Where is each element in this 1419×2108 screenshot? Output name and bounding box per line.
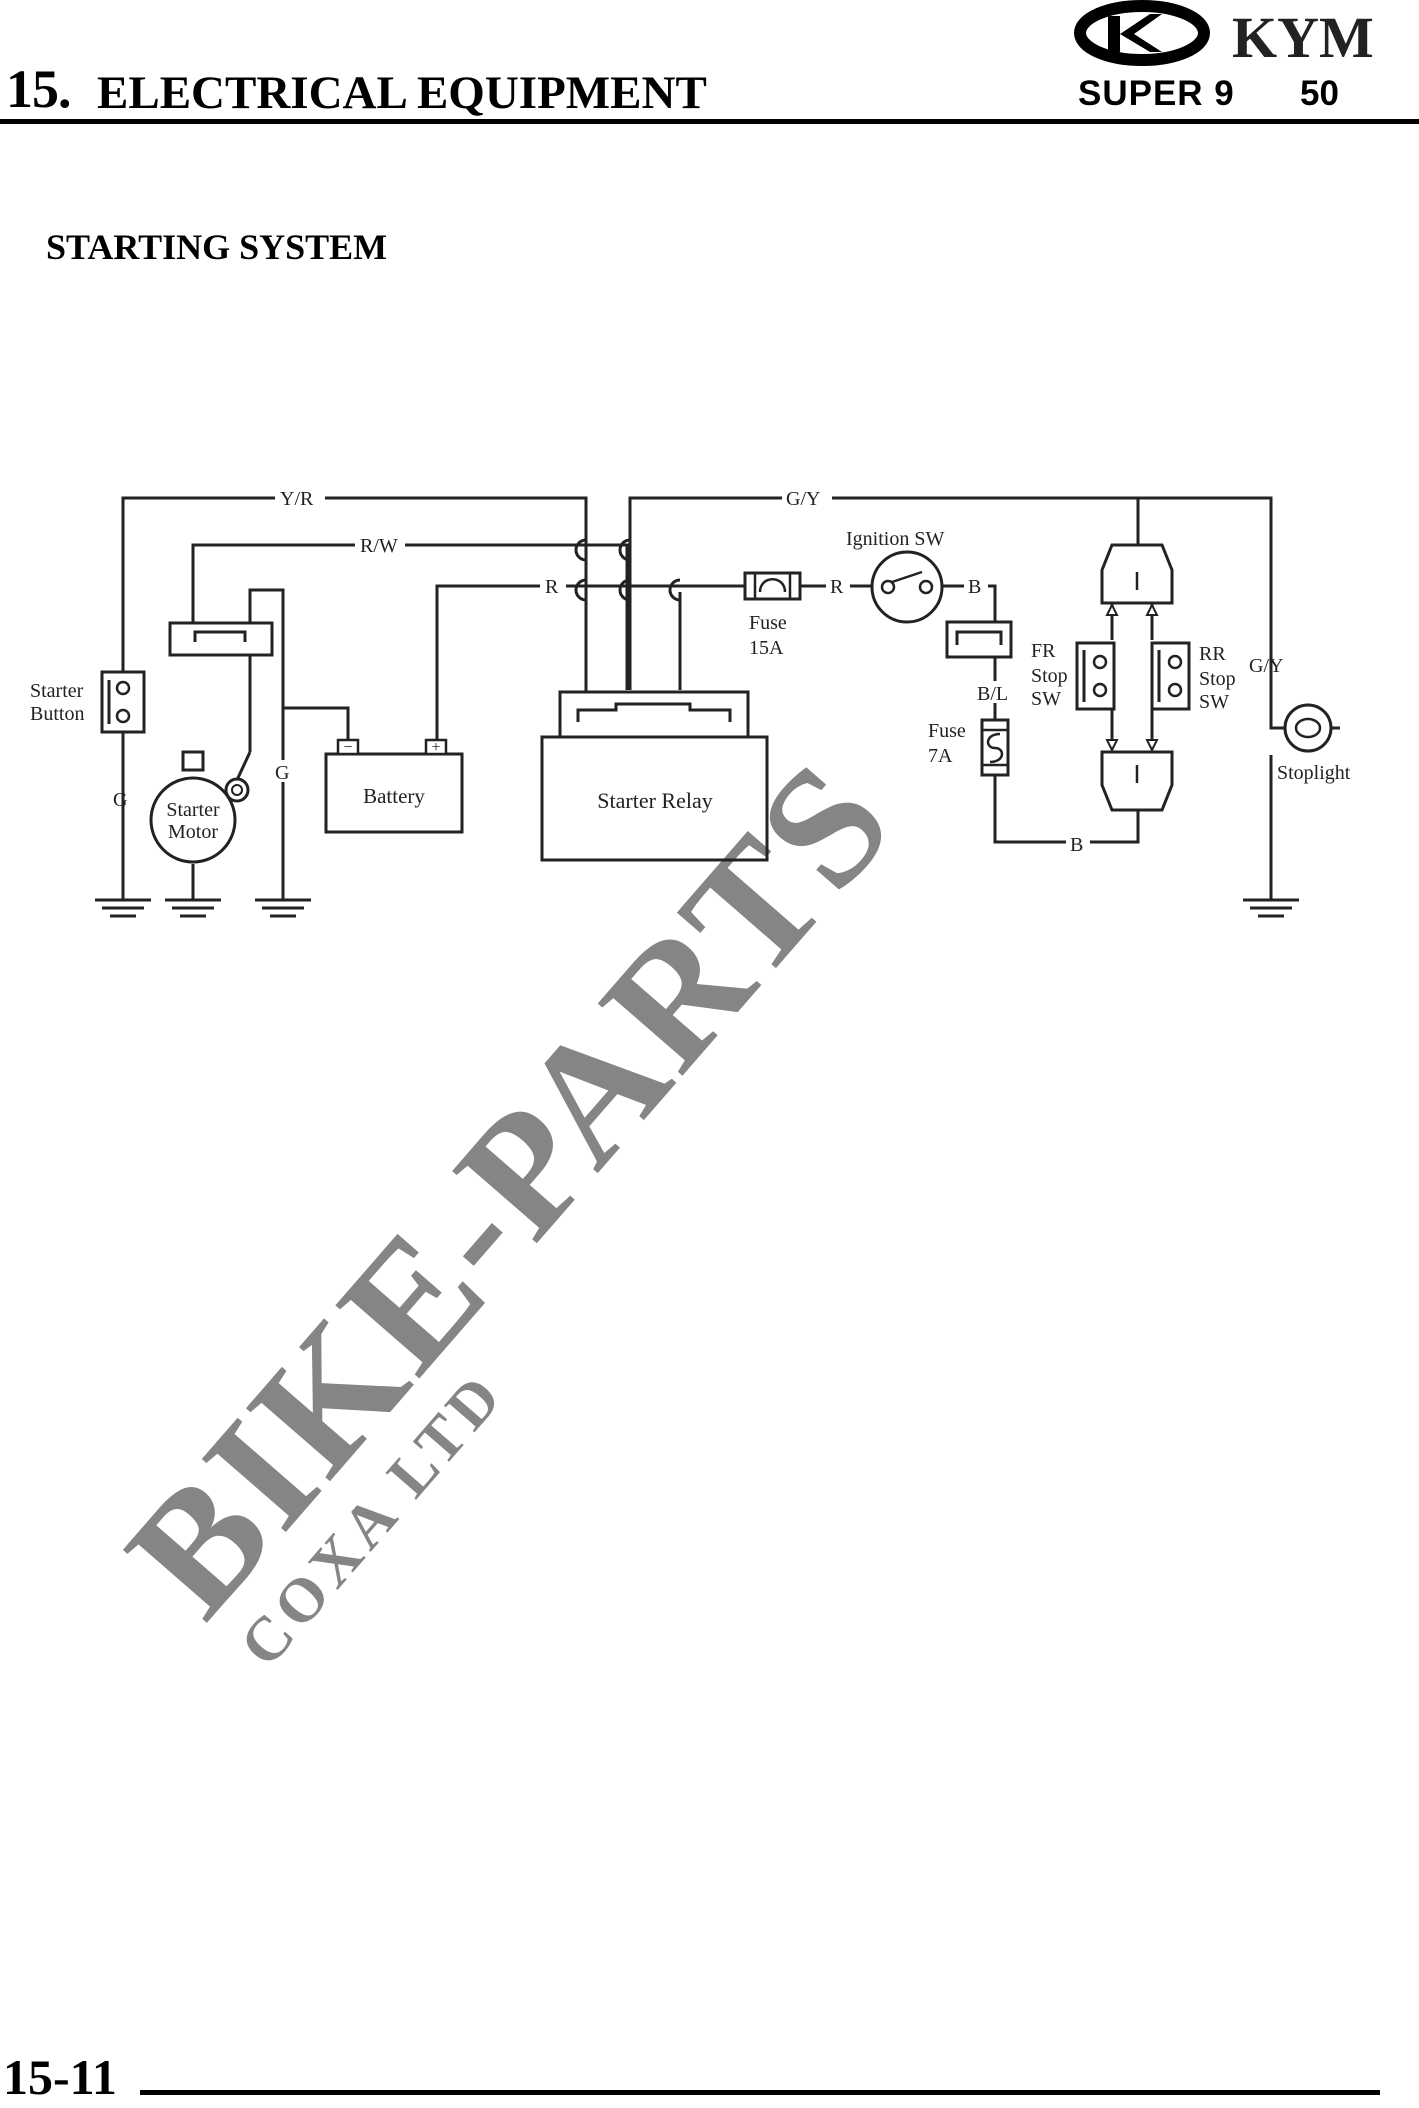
wire-label-g-mid: G bbox=[275, 762, 289, 784]
svg-text:Stop: Stop bbox=[1031, 665, 1068, 687]
fuse-7a: Fuse 7A bbox=[928, 718, 1010, 777]
ignition-switch: Ignition SW bbox=[846, 528, 944, 624]
battery-negative: − bbox=[343, 739, 352, 756]
svg-text:Fuse: Fuse bbox=[749, 612, 787, 634]
wire-label-gy-right: G/Y bbox=[1249, 655, 1283, 677]
svg-text:Battery: Battery bbox=[363, 784, 425, 808]
wire-label-r2: R bbox=[830, 576, 844, 598]
svg-text:Ignition SW: Ignition SW bbox=[846, 528, 944, 550]
section-title: STARTING SYSTEM bbox=[46, 227, 388, 267]
rr-stop-switch: RR Stop SW bbox=[1150, 641, 1236, 713]
svg-text:SW: SW bbox=[1199, 691, 1229, 713]
model-displacement: 50 bbox=[1300, 74, 1339, 113]
wire-label-b1: B bbox=[968, 576, 981, 598]
ground-symbol-2 bbox=[165, 898, 221, 918]
wire-label-gy-top: G/Y bbox=[786, 488, 820, 510]
ignition-connector bbox=[945, 620, 1013, 659]
footer-rule bbox=[140, 2090, 1380, 2095]
svg-text:Stop: Stop bbox=[1199, 668, 1236, 690]
ground-symbol-1 bbox=[95, 898, 151, 918]
starter-motor: Starter Motor bbox=[149, 750, 250, 864]
svg-text:Starter Relay: Starter Relay bbox=[597, 788, 712, 813]
kym-logo: KYM bbox=[1074, 0, 1374, 70]
svg-text:RR: RR bbox=[1199, 643, 1226, 665]
svg-text:Starter: Starter bbox=[30, 680, 84, 702]
stop-switch-connector-top bbox=[1100, 543, 1174, 616]
fr-stop-switch: FR Stop SW bbox=[1031, 640, 1116, 711]
battery-positive: + bbox=[431, 739, 440, 756]
wire-label-bl: B/L bbox=[977, 683, 1008, 705]
motor-connector bbox=[168, 621, 274, 657]
ground-symbol-3 bbox=[255, 898, 311, 918]
chapter-title: ELECTRICAL EQUIPMENT bbox=[97, 67, 707, 119]
ground-symbol-4 bbox=[1243, 898, 1299, 918]
stop-switch-connector-bottom bbox=[1100, 739, 1174, 812]
wire-label-yr: Y/R bbox=[280, 488, 314, 510]
watermark-main: BIKE-PARTS bbox=[91, 726, 929, 1650]
svg-text:15A: 15A bbox=[749, 637, 784, 659]
model-name: SUPER 9 bbox=[1078, 74, 1235, 113]
watermark: BIKE-PARTS COXA LTD bbox=[91, 726, 929, 1680]
svg-text:Starter: Starter bbox=[166, 799, 220, 821]
svg-text:Motor: Motor bbox=[168, 821, 218, 843]
svg-text:SW: SW bbox=[1031, 688, 1061, 710]
wire-label-g-left: G bbox=[113, 789, 127, 811]
wire-label-rw: R/W bbox=[360, 535, 398, 557]
brand-name: KYM bbox=[1232, 5, 1374, 70]
wire-labels: Y/R R/W R G/Y R B B/L B G/Y G G bbox=[113, 486, 1283, 856]
svg-text:Stoplight: Stoplight bbox=[1277, 762, 1351, 784]
svg-text:FR: FR bbox=[1031, 640, 1056, 662]
ground-symbols bbox=[95, 898, 1299, 918]
svg-text:Fuse: Fuse bbox=[928, 720, 966, 742]
wires bbox=[121, 496, 1273, 900]
battery: − + Battery bbox=[324, 738, 464, 834]
header-rule bbox=[0, 119, 1419, 124]
starter-relay: Starter Relay bbox=[540, 690, 769, 862]
svg-text:7A: 7A bbox=[928, 745, 953, 767]
stoplight: Stoplight bbox=[1269, 690, 1351, 784]
chapter-number: 15. bbox=[6, 59, 71, 119]
fuse-15a: Fuse 15A bbox=[743, 571, 802, 659]
svg-text:Button: Button bbox=[30, 703, 84, 725]
wire-label-b2: B bbox=[1070, 834, 1083, 856]
page-number: 15-11 bbox=[3, 2049, 117, 2105]
wire-label-r1: R bbox=[545, 576, 559, 598]
starter-button: Starter Button bbox=[30, 670, 146, 734]
